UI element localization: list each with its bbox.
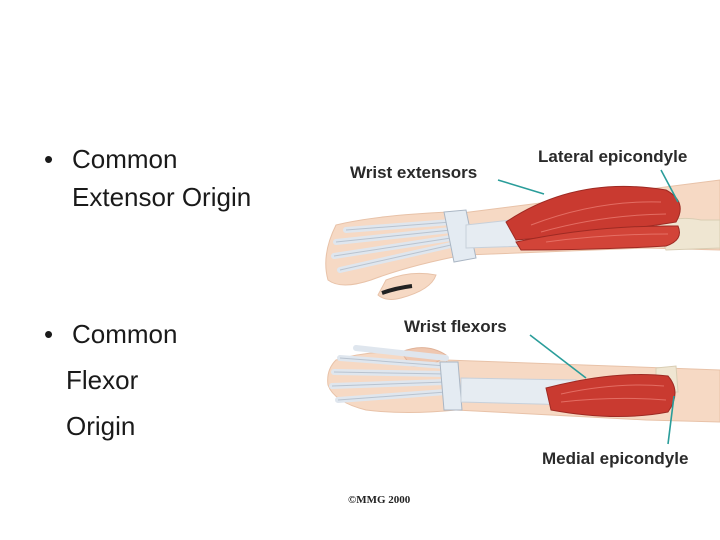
bullet-common-extensor-origin: • Common Extensor Origin <box>44 140 251 216</box>
flexor-arm-illustration <box>327 345 720 423</box>
wrist-extensors-leader-line <box>497 179 545 195</box>
label-wrist-extensors: Wrist extensors <box>350 163 477 182</box>
thumbnail <box>381 284 413 295</box>
bullet-text-line: Common <box>72 144 178 174</box>
bullet-marker: • <box>44 319 54 349</box>
bullet-common-flexor-origin: • Common Flexor Origin <box>44 315 177 445</box>
bullet-list: • Common Extensor Origin • Common Flexor… <box>0 0 320 540</box>
bullet-text-line: Origin <box>66 411 136 441</box>
bullet-text-line: Common <box>72 319 178 349</box>
copyright-notice: ©MMG 2000 <box>348 494 411 506</box>
wrist-flexors-leader-line <box>529 334 587 379</box>
bullet-marker: • <box>44 144 54 174</box>
lateral-epicondyle-leader-line <box>660 169 679 203</box>
bullet-text-line: Extensor Origin <box>72 182 252 212</box>
medial-epicondyle-leader-line <box>667 395 675 445</box>
bullet-text-line: Flexor <box>66 365 139 395</box>
extensor-arm-illustration <box>325 179 720 300</box>
extensor-retinaculum <box>443 209 477 263</box>
label-lateral-epicondyle: Lateral epicondyle <box>538 147 687 166</box>
label-medial-epicondyle: Medial epicondyle <box>542 449 688 468</box>
flexor-retinaculum <box>439 361 463 411</box>
leader-lines <box>497 169 679 445</box>
forearm-anatomy-illustration: Wrist extensors Lateral epicondyle Wrist… <box>325 147 720 506</box>
forearm-anatomy-figure: Wrist extensors Lateral epicondyle Wrist… <box>316 130 720 520</box>
label-wrist-flexors: Wrist flexors <box>404 317 507 336</box>
